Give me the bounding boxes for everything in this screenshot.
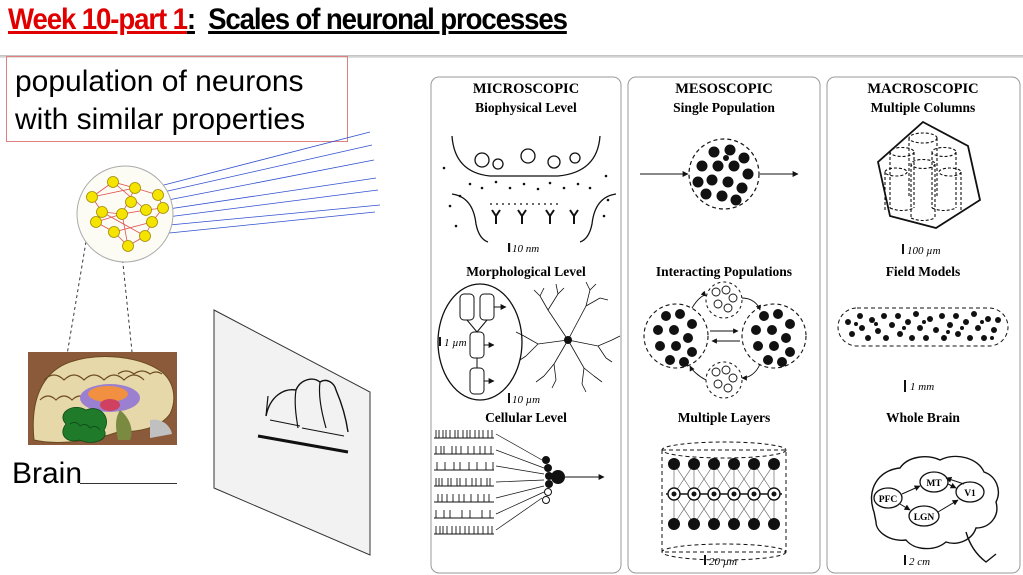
synapse-receptors	[491, 209, 579, 224]
brain-label-underline	[80, 483, 177, 484]
neuron-soma	[564, 336, 572, 344]
scale-bar-10nm	[508, 243, 511, 252]
single-population-neurons	[692, 144, 754, 206]
callout-line-1: population of neurons	[15, 65, 304, 98]
field-models-title: Field Models	[886, 264, 961, 279]
left-illustration	[28, 131, 381, 556]
whole-brain-outline	[870, 455, 1000, 563]
microscopic-panel	[430, 76, 622, 574]
scale-bar-10um	[508, 393, 510, 403]
output-neuron	[551, 470, 565, 484]
scale-label-10nm: 10 nm	[512, 243, 539, 255]
multiple-columns-title: Multiple Columns	[871, 100, 976, 115]
brain-region-arrows	[899, 476, 965, 513]
neural-field-strip	[837, 307, 1009, 347]
synapse-vesicle-dots	[442, 166, 610, 228]
scale-bar-100um	[902, 244, 904, 254]
interacting-populations	[643, 281, 807, 399]
region-label-mt: MT	[926, 479, 942, 489]
zoom-lines	[66, 229, 133, 356]
macroscopic-header: MACROSCOPIC	[867, 81, 978, 97]
scale-label-20um: 20 µm	[709, 556, 737, 568]
scale-bar-1um	[439, 337, 441, 346]
biophysical-level-title: Biophysical Level	[475, 100, 577, 115]
mesoscopic-header: MESOSCOPIC	[675, 81, 773, 97]
compartment-model	[459, 293, 507, 395]
scale-label-1mm: 1 mm	[910, 381, 934, 393]
scale-label-2cm: 2 cm	[909, 556, 930, 568]
scale-label-100um: 100 µm	[907, 245, 941, 257]
title-separator: :	[186, 3, 196, 36]
title-main: Scales of neuronal processes	[208, 3, 568, 36]
neurons	[86, 176, 169, 252]
brain-image	[28, 352, 177, 445]
cellular-level-title: Cellular Level	[485, 410, 567, 425]
interacting-populations-title: Interacting Populations	[656, 264, 792, 279]
page-title: Week 10-part 1: Scales of neuronal proce…	[8, 3, 568, 37]
whole-brain-title: Whole Brain	[886, 410, 960, 425]
scales-figure: MICROSCOPIC MESOSCOPIC MACROSCOPIC Bioph…	[430, 76, 1021, 574]
title-divider	[0, 55, 1023, 58]
morphological-level-title: Morphological Level	[466, 264, 586, 279]
scale-bar-1mm	[904, 380, 906, 392]
scale-bar-2cm	[904, 555, 906, 565]
scale-label-10um: 10 µm	[512, 394, 540, 406]
cortical-columns	[877, 120, 982, 229]
multiple-layers-network	[661, 441, 787, 561]
spike-trains	[434, 430, 494, 535]
title-prefix: Week 10-part 1	[8, 3, 188, 36]
synapse-column	[542, 456, 553, 504]
microscopic-header: MICROSCOPIC	[473, 81, 579, 97]
mesoscopic-panel	[627, 76, 821, 574]
convergence-lines	[495, 433, 545, 531]
region-label-lgn: LGN	[914, 513, 935, 523]
synapse-diagram	[451, 135, 617, 243]
region-label-v1: V1	[964, 489, 976, 499]
multiple-layers-title: Multiple Layers	[678, 410, 771, 425]
brain-label: Brain	[12, 457, 83, 490]
projection-lines	[124, 131, 381, 237]
scale-bar-20um	[704, 555, 706, 565]
sensory-plane	[213, 309, 371, 556]
compartment-model-ellipse	[437, 283, 523, 401]
scale-label-1um: 1 µm	[444, 337, 467, 349]
single-population-title: Single Population	[673, 100, 775, 115]
callout-line-2: with similar properties	[15, 103, 306, 136]
dendritic-tree	[515, 281, 621, 393]
neural-field-dots	[845, 311, 1001, 341]
population-callout: population of neurons with similar prope…	[6, 56, 348, 142]
region-label-pfc: PFC	[879, 495, 898, 505]
